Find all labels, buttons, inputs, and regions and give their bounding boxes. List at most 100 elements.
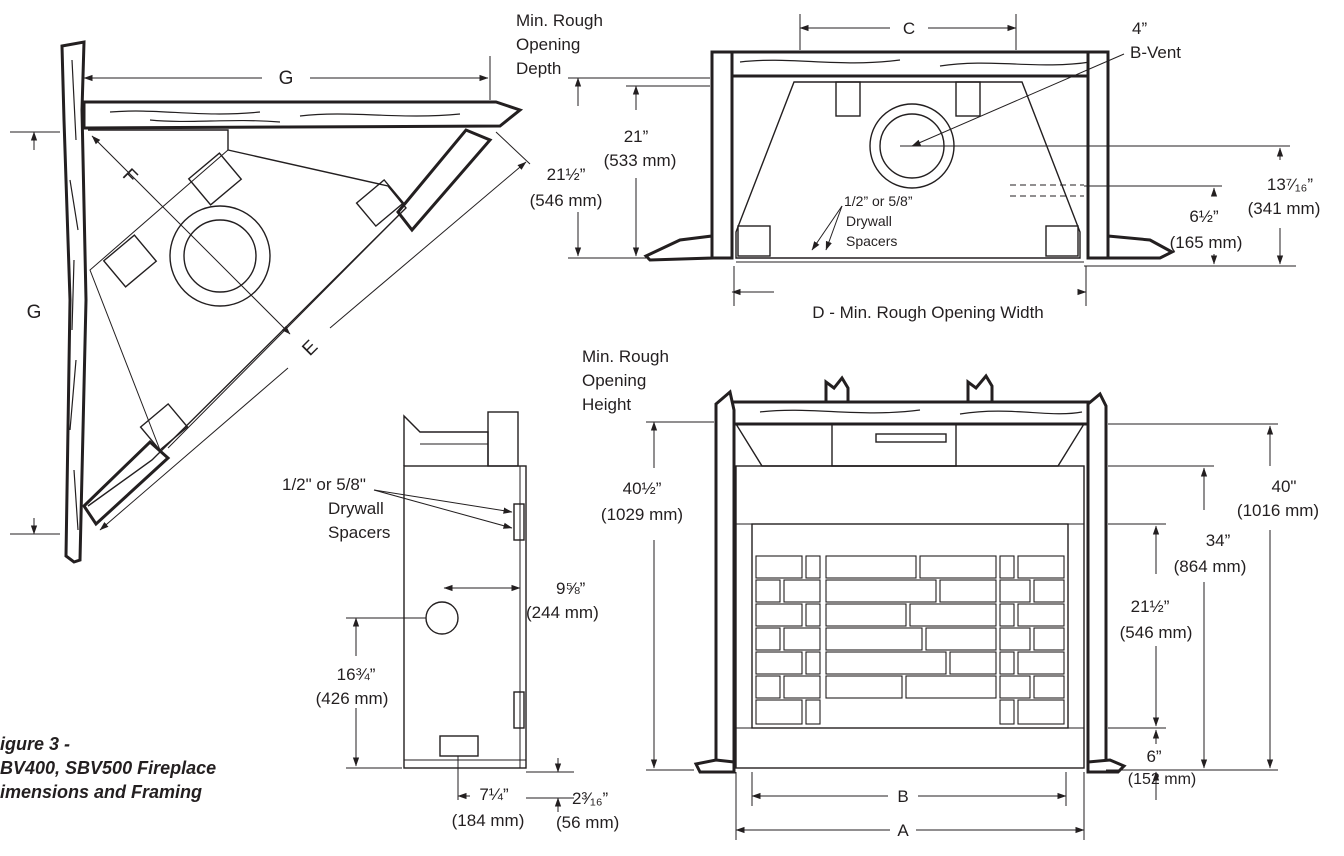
front-left-foot (693, 758, 736, 774)
side-vent (425, 601, 459, 635)
front-hood-handle (875, 433, 947, 443)
g-left-label: G (27, 302, 42, 323)
spacer-side-label-2: Drywall (328, 499, 384, 518)
dim-13-mm: (341 mm) (1248, 199, 1321, 218)
top-header-beam (710, 50, 1110, 78)
dim-2-mm: (56 mm) (556, 813, 619, 832)
top-bracket-3 (737, 225, 771, 257)
dim-40-in: 40" (1272, 477, 1297, 496)
front-stud-nub-left (824, 375, 850, 404)
corner-wall-stud (60, 40, 88, 564)
vent-size-label: 4” (1132, 19, 1147, 38)
top-unit-outline (735, 81, 1081, 259)
spacer-top-label-3: Spacers (846, 233, 897, 249)
side-burner (439, 735, 479, 757)
mroh-label-2: Opening (582, 371, 646, 390)
dim-21-in: 21” (624, 127, 649, 146)
corner-bracket-4 (139, 402, 189, 452)
front-stud-nub-right (966, 373, 994, 404)
corner-header-grain (109, 110, 461, 123)
spacer-top-leader-1 (811, 205, 843, 251)
dim-6-in: 6” (1146, 747, 1161, 766)
dim-34-in: 34” (1206, 531, 1231, 550)
spacer-side-label-3: Spacers (328, 523, 390, 542)
front-right-stud (1086, 391, 1108, 772)
caption-line-1: igure 3 - (0, 734, 70, 754)
side-spacer-2 (513, 691, 525, 729)
d-label: D - Min. Rough Opening Width (812, 303, 1044, 322)
firebrick-pattern (755, 555, 1065, 725)
side-body (403, 465, 527, 769)
dim-2-in: 2³⁄₁₆” (572, 789, 609, 808)
dim-16-mm: (426 mm) (316, 689, 389, 708)
spacer-top-label-1: 1/2” or 5/8” (844, 193, 913, 209)
dim-16-in: 16¾” (337, 665, 376, 684)
top-right-stud (1086, 50, 1110, 260)
dim-40-mm: (1016 mm) (1237, 501, 1319, 520)
mrod-label-1: Min. Rough (516, 11, 603, 30)
a-label: A (897, 821, 909, 840)
corner-diagonal-stud-bottom (82, 439, 171, 527)
e-dim-line-upper (329, 161, 527, 329)
corner-bracket-2 (102, 234, 158, 288)
top-bracket-2 (955, 81, 981, 117)
c-label: C (903, 19, 915, 38)
corner-unit-outline (87, 129, 407, 507)
spacer-side-label-1: 1/2" or 5/8" (282, 475, 366, 494)
mrod-label-2: Opening (516, 35, 580, 54)
e-dim-line-lower (99, 367, 289, 531)
dim-6h-mm: (165 mm) (1170, 233, 1243, 252)
e-ext-top (495, 131, 531, 165)
front-elevation-view: Min. Rough Opening Height 40½” (1029 mm)… (582, 347, 1319, 840)
dim-21-mm: (533 mm) (604, 151, 677, 170)
top-header-grain (739, 59, 1091, 67)
dim-6h-in: 6½” (1189, 207, 1219, 226)
spacer-side-leader-1 (373, 489, 513, 514)
top-right-wall (1106, 234, 1176, 260)
dim-21h-mm: (546 mm) (530, 191, 603, 210)
front-header-grain (759, 409, 1083, 415)
corner-bracket-3 (355, 178, 405, 228)
top-plan-view: C D - Min. Rough Opening Width 4” B-Vent… (516, 11, 1320, 322)
dim-7-mm: (184 mm) (452, 811, 525, 830)
spacer-side-leader-2 (373, 489, 513, 529)
front-right-foot (1086, 758, 1127, 774)
dim-6-mm: (152 mm) (1128, 771, 1196, 788)
figure-caption: igure 3 - BV400, SBV500 Fireplace imensi… (0, 734, 216, 802)
b-label: B (897, 787, 908, 806)
front-hood-panel (831, 423, 957, 467)
spacer-top-label-2: Drywall (846, 213, 892, 229)
top-left-wall (643, 234, 714, 262)
caption-line-2: BV400, SBV500 Fireplace (0, 758, 216, 778)
f-dim-line (91, 135, 291, 335)
corner-vent-outer (169, 205, 271, 307)
front-top-hood (734, 423, 1086, 467)
vent-type-label: B-Vent (1130, 43, 1181, 62)
caption-line-3: imensions and Framing (0, 782, 202, 802)
dim-21f-mm: (546 mm) (1120, 623, 1193, 642)
top-bracket-4 (1045, 225, 1079, 257)
dim-21f-in: 21½” (1131, 597, 1170, 616)
side-view: 1/2" or 5/8" Drywall Spacers 9⅝” (244 mm… (282, 411, 619, 832)
corner-vent-inner (183, 219, 257, 293)
top-left-stud (710, 50, 734, 260)
dim-40h-mm: (1029 mm) (601, 505, 683, 524)
vent-leader (911, 53, 1125, 147)
dim-21h-in: 21½” (547, 165, 586, 184)
side-spacer-1 (513, 503, 525, 541)
corner-diagonal-stud-top (396, 128, 493, 233)
spacer-top-leader-2 (825, 205, 843, 251)
front-left-stud (714, 389, 736, 772)
e-label: E (298, 336, 322, 360)
corner-installation-view: G G F E (10, 40, 531, 564)
corner-wall-grain (69, 59, 79, 531)
dim-9-mm: (244 mm) (526, 603, 599, 622)
g-top-label: G (279, 68, 294, 89)
mroh-label-1: Min. Rough (582, 347, 669, 366)
mrod-label-3: Depth (516, 59, 561, 78)
side-top-box (403, 414, 489, 466)
top-bracket-1 (835, 81, 861, 117)
dim-7-in: 7¼” (479, 785, 509, 804)
corner-unit-front (167, 213, 401, 449)
